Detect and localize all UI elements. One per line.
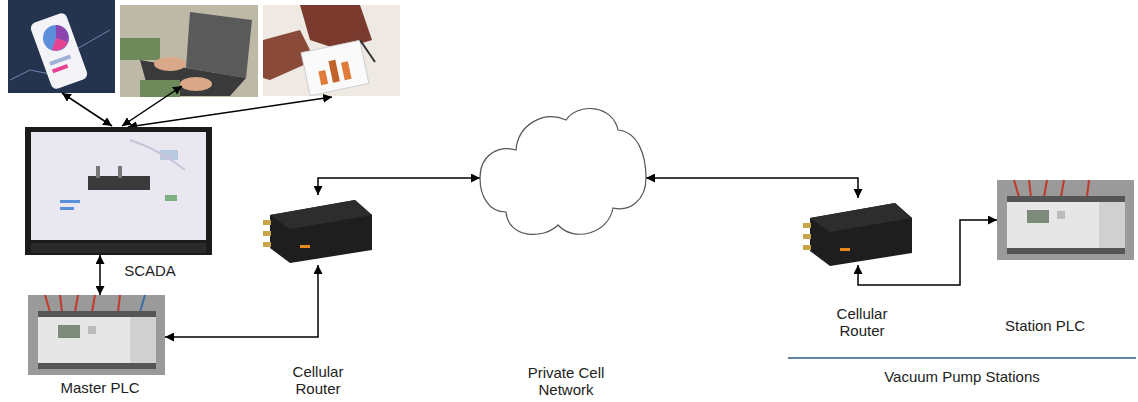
cellular-router: Cellular Router (802, 198, 914, 265)
router-photo (263, 200, 372, 263)
tablet-body (301, 40, 369, 96)
antenna-port (803, 245, 811, 250)
hand (180, 77, 212, 91)
wire (1014, 180, 1019, 197)
link-arrow (99, 255, 101, 295)
photo-ground (120, 5, 258, 97)
monitor-chin (31, 243, 206, 253)
terminal-strip (38, 311, 156, 317)
scada-station: SCADA (25, 127, 212, 255)
screen-curve (130, 140, 185, 170)
monitor-screen (31, 132, 206, 240)
node-label: Private Cell Network (516, 364, 616, 398)
sleeve (140, 80, 180, 97)
hand (154, 57, 186, 71)
wire (60, 295, 62, 312)
plc-body (1007, 202, 1099, 248)
laptop-screen (186, 12, 252, 78)
group-label: Vacuum Pump Stations (862, 368, 1062, 385)
cabinet-ground (997, 180, 1134, 260)
router-logo (840, 248, 850, 251)
screen-item (60, 207, 74, 210)
antenna-port (803, 234, 811, 239)
node-label: SCADA (110, 262, 190, 279)
plc-module (1099, 202, 1125, 248)
plc-unit: Master PLC (28, 295, 165, 375)
router-top (270, 200, 372, 229)
group-rule (788, 357, 1136, 359)
antenna-port (263, 220, 271, 225)
plc-display (1027, 210, 1049, 223)
plc-photo (28, 295, 165, 375)
photo-ground (263, 5, 400, 96)
plc-button (88, 326, 96, 334)
wire (1061, 180, 1064, 197)
screen-pipe (96, 166, 100, 178)
phone-photo (8, 0, 115, 93)
plc-body (38, 317, 130, 363)
phone-bar (49, 54, 71, 65)
wire (1029, 180, 1031, 197)
network-cloud: Private Cell Network (478, 100, 648, 245)
chart-bar (318, 70, 328, 85)
router-photo (803, 203, 912, 266)
monitor-photo (25, 127, 212, 255)
pie-slice (52, 38, 68, 51)
pie-chart (43, 25, 69, 51)
phone-body (29, 12, 89, 91)
plc-display (58, 325, 80, 338)
laptop-photo (120, 5, 258, 97)
link-arrow (165, 265, 318, 337)
node-label: Cellular Router (278, 363, 358, 397)
chart-bar (328, 60, 339, 83)
cloud-shape (480, 109, 646, 235)
wire (118, 295, 120, 312)
router-logo (300, 245, 310, 248)
plc-unit: Station PLC (997, 180, 1134, 262)
terminal-strip (1007, 248, 1125, 254)
plc-button (1057, 211, 1065, 219)
antenna-port (263, 242, 271, 247)
phone-bar (52, 64, 68, 73)
terminal-strip (1007, 196, 1125, 202)
plc-photo (997, 180, 1134, 260)
label-holder: Vacuum Pump Stations (862, 368, 1062, 385)
antenna-port (263, 231, 271, 236)
wire (140, 295, 145, 312)
screen-item (165, 195, 177, 201)
router-body (270, 200, 372, 263)
terminal-strip (38, 363, 156, 369)
device-link (128, 97, 332, 127)
cloud-outline (478, 100, 648, 245)
monitor-bezel (25, 127, 212, 255)
wire (1044, 180, 1047, 197)
node-label: Station PLC (985, 317, 1105, 334)
node-label: Master PLC (40, 379, 160, 396)
node-label: Cellular Router (822, 305, 902, 339)
antenna-port (803, 223, 811, 228)
wire (1087, 180, 1089, 197)
screen-panel (88, 176, 150, 190)
screen-item (60, 200, 80, 203)
screen-pipe (118, 166, 122, 178)
tablet-photo (263, 5, 400, 96)
device-link (62, 93, 112, 126)
sleeve (120, 38, 160, 60)
link-arrow (858, 220, 997, 285)
link-arrow (318, 178, 480, 195)
wire (92, 295, 95, 312)
pen (360, 40, 375, 62)
link-arrow (646, 178, 858, 198)
cabinet-ground (28, 295, 165, 375)
wire (75, 295, 78, 312)
router-body (810, 203, 912, 266)
chart-bar (341, 61, 352, 80)
photo-ground (8, 0, 115, 93)
cellular-router: Cellular Router (262, 195, 374, 265)
router-top (810, 203, 912, 232)
plc-module (130, 317, 156, 363)
wire (45, 295, 50, 312)
